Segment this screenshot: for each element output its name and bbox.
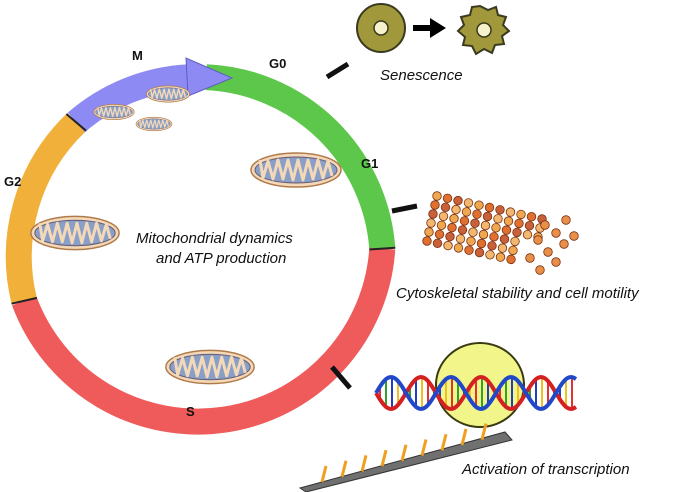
phase-label-g2: G2	[4, 174, 21, 189]
mitochondrion-icon	[93, 103, 135, 121]
callout-markers	[325, 61, 418, 390]
dna-polymerase-icon	[298, 342, 578, 492]
microtubule-icon	[422, 191, 579, 275]
cytoskeleton-label: Cytoskeletal stability and cell motility	[396, 285, 640, 302]
transcription-label: Activation of transcription	[461, 461, 630, 478]
cell-cycle-ring	[5, 64, 396, 435]
phase-arc-s	[12, 247, 396, 435]
senescent-cell-icon	[356, 3, 511, 56]
senescence-label: Senescence	[380, 67, 463, 84]
phase-label-g0: G0	[269, 56, 286, 71]
mitochondrion-icon	[29, 214, 121, 252]
phase-arc-g1	[205, 64, 396, 250]
mitochondrion-icon	[249, 151, 343, 189]
center-label-line1: Mitochondrial dynamics	[136, 230, 293, 247]
phase-arc-m	[67, 64, 189, 133]
mitochondrion-icon	[135, 116, 173, 132]
phase-label-g1: G1	[361, 156, 378, 171]
mitochondrion-icon	[145, 85, 191, 103]
cycle-arrow-head	[185, 57, 234, 97]
phase-arc-g2	[5, 112, 86, 304]
phase-label-s: S	[186, 404, 195, 419]
mitochondrion-icon	[164, 348, 256, 386]
center-label-line2: and ATP production	[156, 250, 286, 267]
phase-label-m: M	[132, 48, 143, 63]
